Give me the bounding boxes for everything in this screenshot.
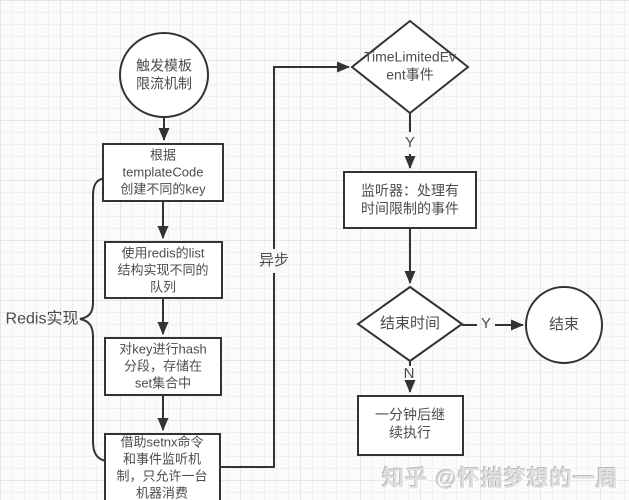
start-ellipse <box>119 32 209 118</box>
end-circle <box>525 286 603 364</box>
hash-segment-box <box>104 337 222 396</box>
listener-box <box>343 171 477 229</box>
end-time-label: 结束时间 <box>379 315 441 333</box>
hash-segment-label: 对key进行hash 分段，存储在 set集合中 <box>119 341 207 391</box>
listener-label: 监听器：处理有 时间限制的事件 <box>361 182 459 217</box>
redis-group-brace <box>79 177 107 462</box>
create-key-box <box>102 143 224 202</box>
redis-list-label: 使用redis的list 结构实现不同的 队列 <box>117 245 209 295</box>
async-connector-upper <box>273 61 350 249</box>
redis-list-box <box>104 241 223 299</box>
endtime-yes-label: Y <box>480 315 492 333</box>
end-time-diamond <box>356 285 464 363</box>
setnx-label: 借助setnx命令 和事件监听机 制，只允许一台 机器消费 <box>116 434 208 500</box>
setnx-box <box>104 433 221 500</box>
redis-group-label: Redis实现 <box>5 310 79 328</box>
async-edge-label: 异步 <box>258 252 290 270</box>
async-connector-lower <box>221 273 275 468</box>
retry-label: 一分钟后继 续执行 <box>375 406 445 441</box>
endtime-no-label: N <box>403 365 415 383</box>
create-key-label: 根据 templateCode 创建不同的key <box>120 147 206 197</box>
event-yes-label: Y <box>404 134 416 152</box>
retry-box <box>357 395 464 456</box>
start-label: 触发模板 限流机制 <box>136 57 192 92</box>
time-limited-event-label: TimeLimitedEv ent事件 <box>363 48 457 83</box>
time-limited-event-diamond <box>350 19 470 115</box>
end-label: 结束 <box>548 316 580 334</box>
zhihu-watermark: 知乎 @怀揣梦想的一周 <box>382 466 619 491</box>
